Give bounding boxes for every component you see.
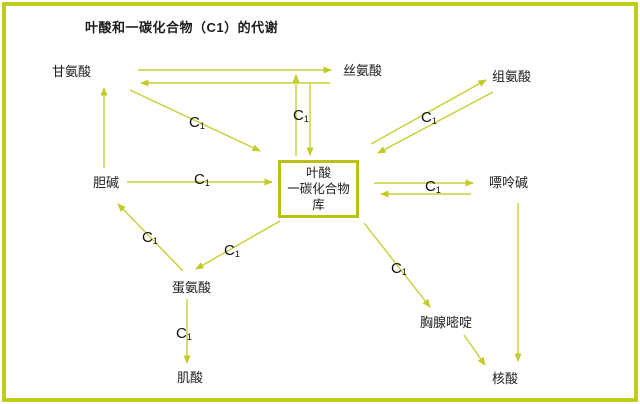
node-glycine: 甘氨酸 (52, 64, 92, 79)
node-histidine: 组氨酸 (492, 69, 532, 84)
c1-label-methionine-creatine: C1 (176, 325, 192, 342)
arrow-pool-to-thymine (363, 222, 431, 308)
arrow-histidine-to-pool (377, 91, 494, 154)
node-nucleic-acid: 核酸 (492, 371, 519, 386)
c1-label-methionine-choline: C1 (142, 229, 158, 246)
arrow-methionine-to-choline (117, 203, 184, 272)
c1-label-choline-pool: C1 (194, 171, 210, 188)
c1-label-histidine-pool: C1 (421, 109, 437, 126)
folate-pool-box: 叶酸 一碳化合物 库 (278, 160, 359, 218)
c1-label-pool-methionine: C1 (224, 242, 240, 259)
node-purine: 嘌呤碱 (489, 175, 529, 190)
pool-box-line3: 库 (312, 198, 325, 212)
c1-label-glycine-pool: C1 (189, 114, 205, 131)
node-creatine: 肌酸 (177, 370, 204, 385)
node-thymine: 胸腺嘧啶 (420, 315, 473, 330)
pool-box-line1: 叶酸 (305, 166, 331, 180)
pool-box-line2: 一碳化合物 (287, 182, 350, 196)
arrow-pool-to-histidine (370, 79, 487, 145)
arrow-thymine-to-nucleic-acid (463, 334, 486, 366)
c1-label-serine-pool: C1 (293, 107, 309, 124)
node-serine: 丝氨酸 (343, 63, 383, 78)
node-methionine: 蛋氨酸 (172, 280, 212, 295)
c1-label-purine-pool: C1 (425, 178, 441, 195)
node-choline: 胆碱 (93, 175, 120, 190)
diagram-title: 叶酸和一碳化合物（C1）的代谢 (85, 20, 279, 35)
arrow-glycine-to-pool (129, 89, 261, 152)
c1-label-pool-thymine: C1 (391, 260, 407, 277)
arrow-pool-to-methionine (195, 220, 281, 270)
